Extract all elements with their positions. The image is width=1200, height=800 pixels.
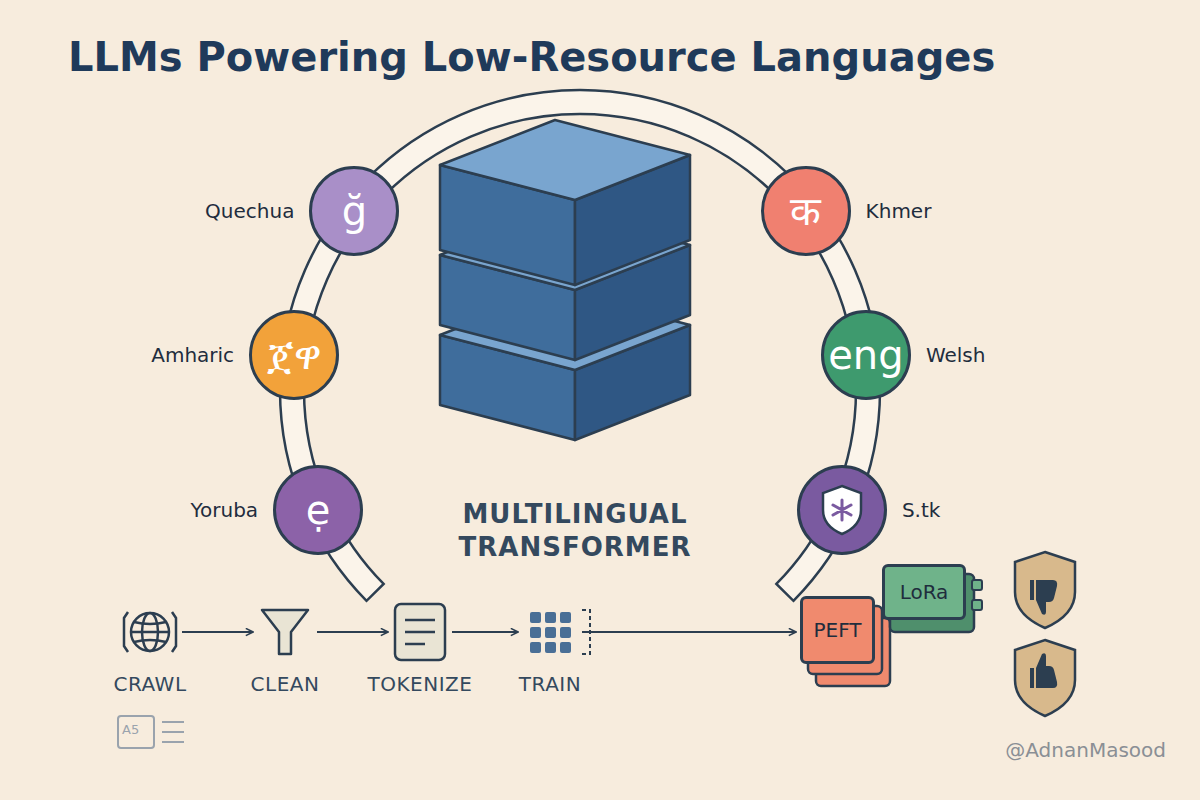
feedback-shields: [1030, 653, 1057, 688]
script-glyph: ẹ: [306, 490, 331, 530]
document-list-icon: [162, 721, 184, 723]
adapter-sheets: [972, 580, 982, 590]
document-icon: [395, 604, 445, 660]
feedback-shields: [1015, 552, 1075, 716]
step-label: CLEAN: [251, 672, 320, 696]
stack-caption: MULTILINGUAL TRANSFORMER: [425, 498, 725, 563]
document-icon: [405, 631, 435, 634]
adapter-card: LoRa: [882, 564, 966, 620]
flow-arrow: [182, 631, 253, 633]
grid-icon: [530, 642, 541, 653]
shield-icon: [823, 486, 861, 534]
language-circle: ጀዋAmharic: [249, 310, 339, 400]
document-icon: [395, 604, 445, 660]
crawl-icon: [124, 612, 176, 652]
pipeline-step: CRAWL: [122, 604, 178, 660]
grid-icon: [560, 627, 571, 638]
grid-icon: [545, 627, 556, 638]
funnel-icon: [262, 610, 308, 654]
ring-arc: [280, 90, 880, 601]
diagram-title: LLMs Powering Low-Resource Languages: [68, 34, 995, 80]
funnel-icon: [262, 610, 308, 654]
script-glyph: क: [790, 191, 821, 231]
flow-arrow: [452, 631, 518, 633]
pipeline-step: CLEAN: [257, 604, 313, 660]
script-glyph: eng: [828, 335, 903, 375]
script-glyph: ጀዋ: [267, 335, 322, 375]
transformer-stack: [440, 120, 690, 440]
document-icon: [405, 619, 435, 622]
ring-arc: [280, 90, 880, 601]
language-circle: S.tk: [797, 465, 887, 555]
grid-icon: [530, 612, 541, 623]
document-list-icon: [162, 731, 184, 733]
document-list-icon: [118, 716, 154, 748]
crawl-icon: [131, 613, 169, 651]
grid-icon: [530, 612, 571, 653]
feedback-shields: [1030, 580, 1057, 615]
grid-icon: [560, 612, 571, 623]
flow-arrow: [582, 631, 796, 633]
document-list-icon: [118, 716, 184, 748]
shield-icon: [820, 484, 864, 536]
watermark: @AdnanMasood: [1005, 738, 1166, 762]
language-circle: ẹYoruba: [273, 465, 363, 555]
language-label: Quechua: [205, 199, 294, 223]
icon-text: A5: [122, 722, 139, 737]
language-label: S.tk: [902, 498, 940, 522]
feedback-shields: [1015, 640, 1075, 716]
adapter-card: PEFT: [800, 596, 875, 664]
script-glyph: ğ: [342, 191, 367, 231]
language-circle: कKhmer: [761, 166, 851, 256]
crawl-icon: [134, 622, 166, 642]
document-icon: [405, 643, 425, 646]
pipeline-step: TOKENIZE: [392, 604, 448, 660]
grid-icon: [560, 642, 571, 653]
adapter-name: LoRa: [900, 580, 949, 604]
crawl-icon: [131, 631, 169, 634]
pipeline-step: TRAIN: [522, 604, 578, 660]
flow-arrow: [317, 631, 388, 633]
grid-icon: [545, 612, 556, 623]
adapter-name: PEFT: [813, 618, 861, 642]
document-list-icon: [162, 741, 184, 743]
language-label: Khmer: [866, 199, 932, 223]
step-label: CRAWL: [113, 672, 186, 696]
asterisk-mark: [833, 500, 851, 520]
step-label: TRAIN: [519, 672, 581, 696]
transformer-stack: [440, 120, 690, 200]
crawl-icon: [124, 612, 176, 652]
step-label: TOKENIZE: [368, 672, 473, 696]
feedback-shields: [1015, 552, 1075, 628]
grid-icon: [545, 642, 556, 653]
adapter-sheets: [972, 600, 982, 610]
language-label: Amharic: [151, 343, 234, 367]
grid-icon: [530, 627, 541, 638]
language-circle: engWelsh: [821, 310, 911, 400]
language-circle: ğQuechua: [309, 166, 399, 256]
language-label: Yoruba: [190, 498, 258, 522]
language-label: Welsh: [926, 343, 986, 367]
